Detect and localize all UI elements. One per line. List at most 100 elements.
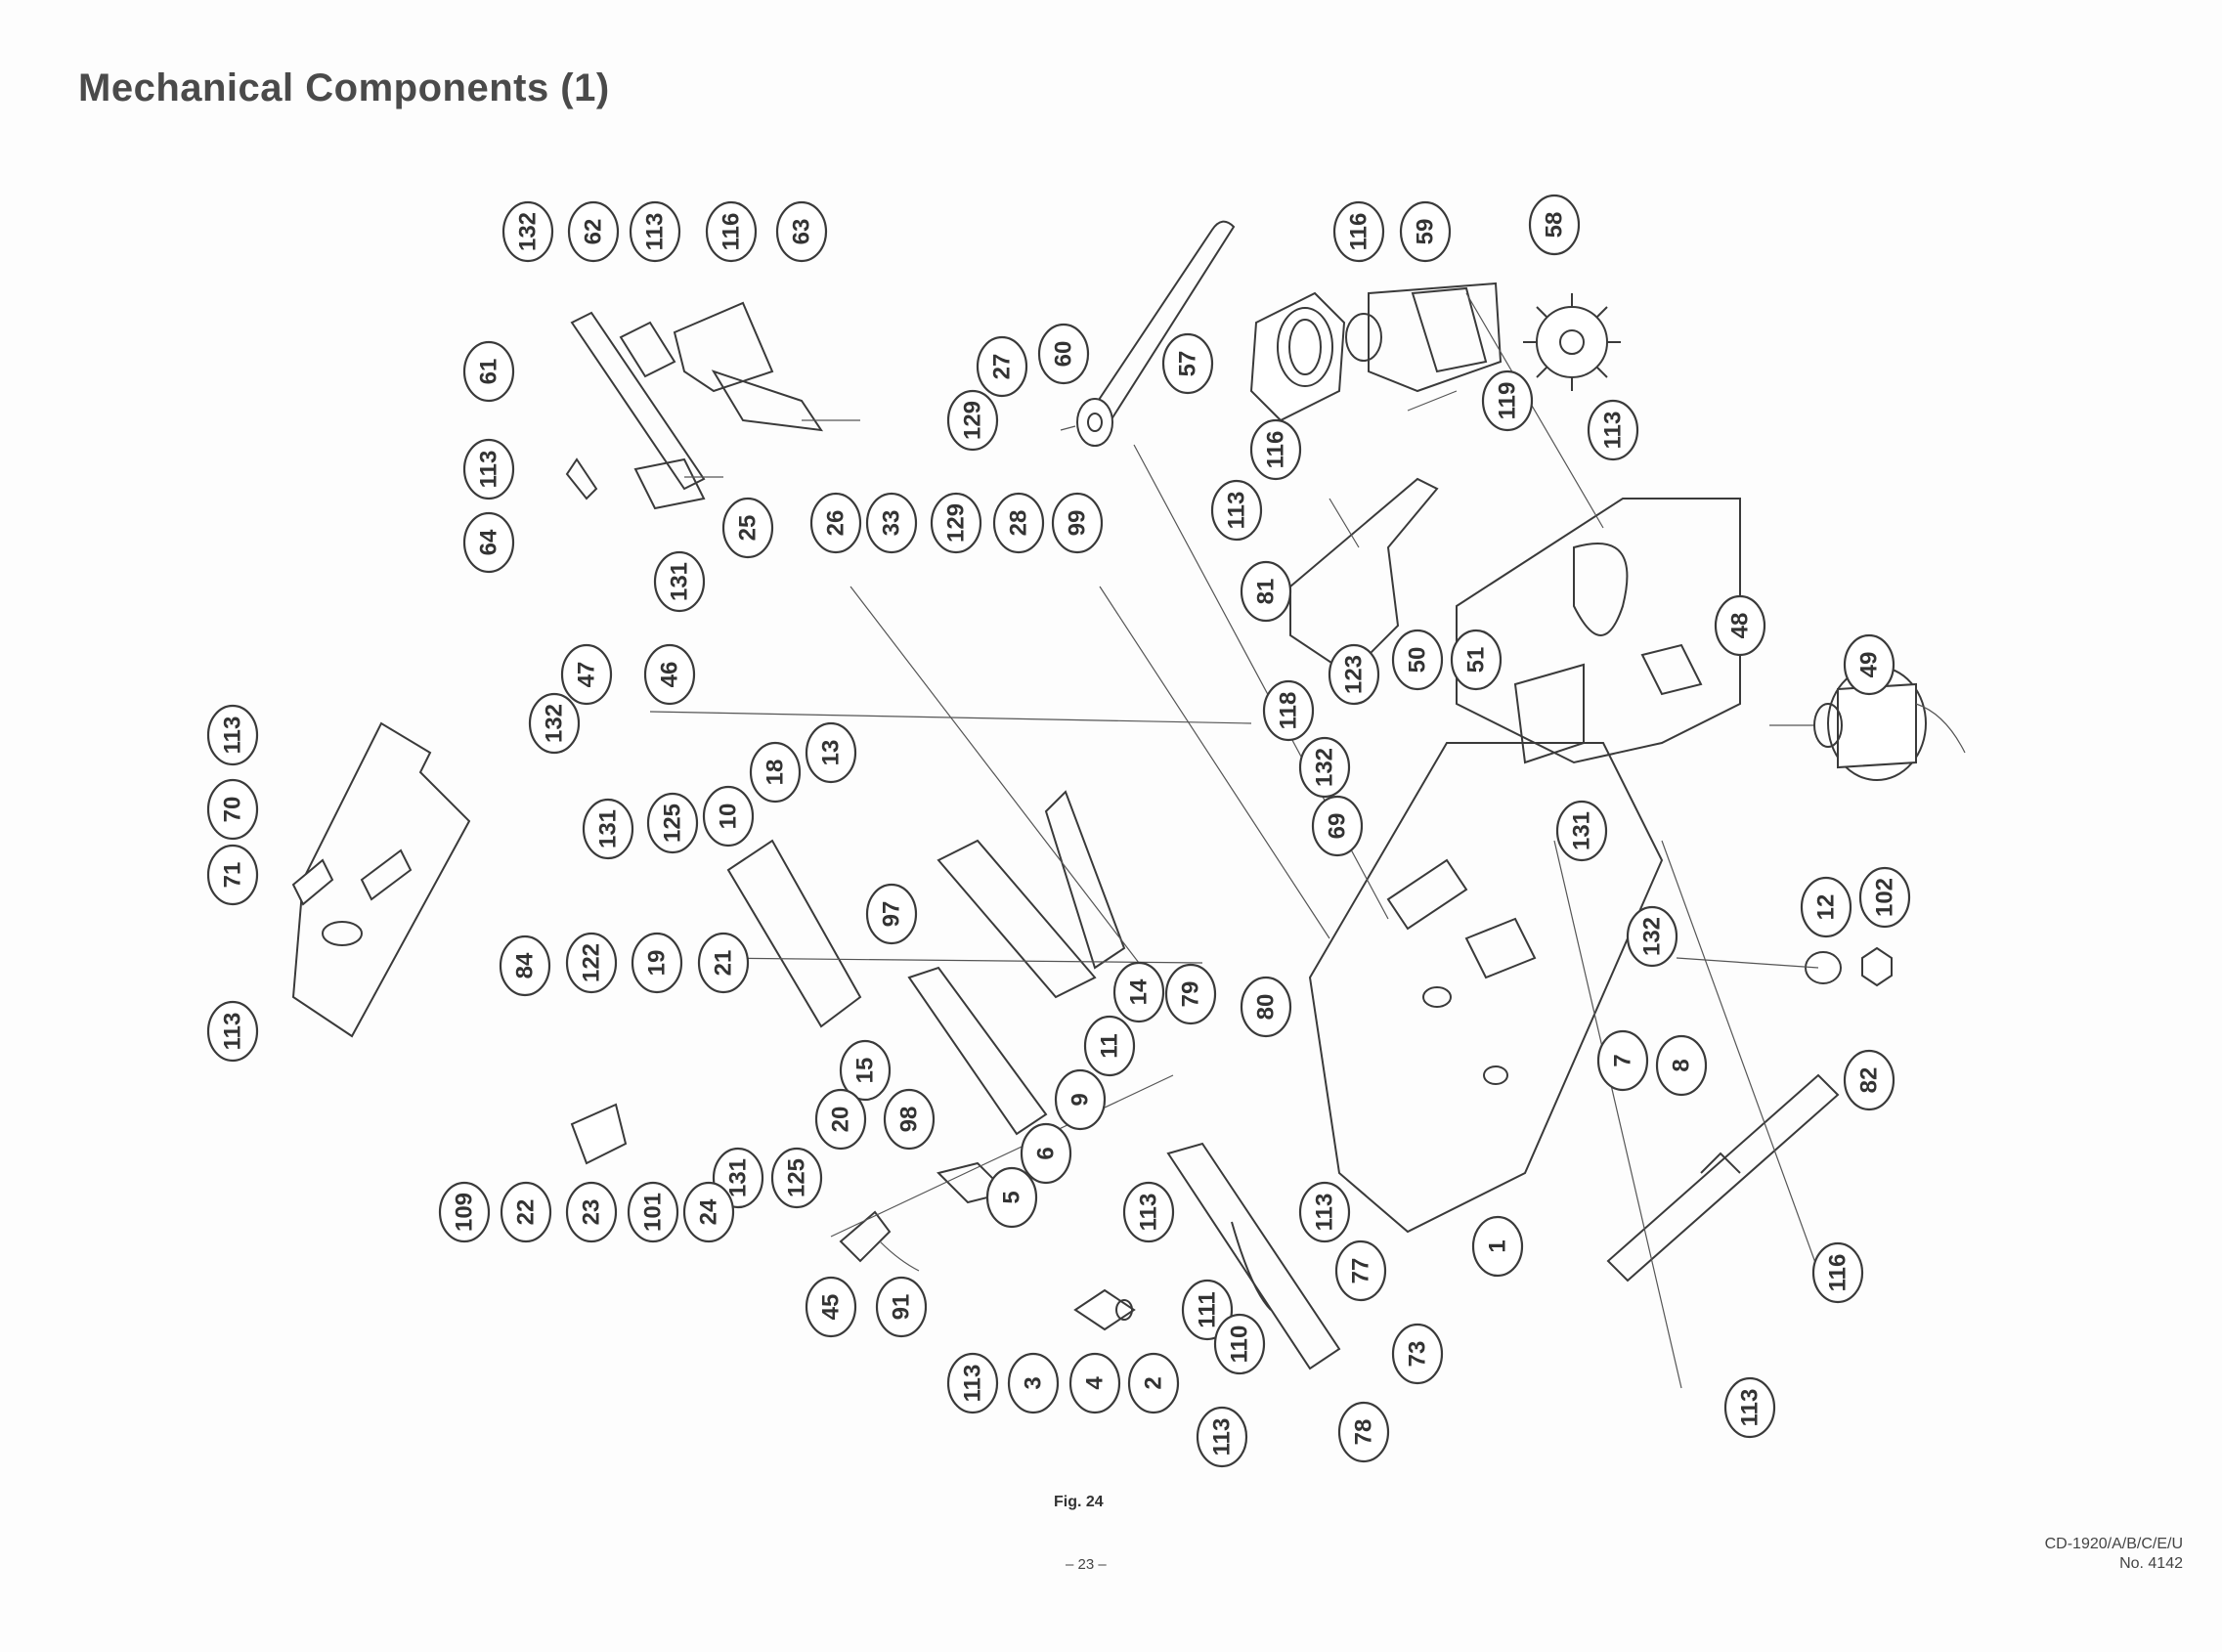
callout-c35: 118 xyxy=(1262,679,1315,742)
callout-c73: 22 xyxy=(500,1181,552,1243)
callout-bubble xyxy=(1068,1352,1121,1414)
callout-bubble xyxy=(567,200,620,263)
callout-bubble xyxy=(1332,200,1385,263)
callout-bubble xyxy=(1240,976,1292,1038)
callout-c42: 13 xyxy=(805,721,857,784)
callout-number: 78 xyxy=(1351,1419,1377,1446)
model-info: CD-1920/A/B/C/E/U No. 4142 xyxy=(2045,1535,2183,1574)
callout-number: 62 xyxy=(581,219,607,245)
callout-c79: 77 xyxy=(1334,1239,1387,1302)
callout-c19: 113 xyxy=(1210,479,1263,542)
callout-number: 119 xyxy=(1495,382,1521,420)
callout-c51: 102 xyxy=(1858,866,1911,929)
callout-c54: 19 xyxy=(631,932,683,994)
callout-c65: 82 xyxy=(1843,1049,1895,1111)
part-82-bracket xyxy=(1606,1073,1840,1282)
callout-bubble xyxy=(1083,1015,1136,1077)
callout-c26: 131 xyxy=(653,550,706,613)
callout-bubble xyxy=(565,1181,618,1243)
part-22-holder xyxy=(570,1103,628,1165)
callout-c8: 64 xyxy=(462,511,515,574)
callout-number: 113 xyxy=(642,213,669,251)
callout-bubble xyxy=(875,1276,928,1338)
callout-number: 47 xyxy=(574,662,600,688)
callout-number: 131 xyxy=(725,1158,752,1197)
callout-bubble xyxy=(1450,629,1503,691)
document-number: No. 4142 xyxy=(2119,1555,2183,1572)
callout-bubble xyxy=(1249,418,1302,481)
part-2-3-4-cluster xyxy=(1073,1288,1136,1331)
callout-c15: 129 xyxy=(946,389,999,452)
callout-c24: 28 xyxy=(992,492,1045,554)
callout-c16: 119 xyxy=(1481,370,1534,432)
callout-c20: 25 xyxy=(721,497,774,559)
callout-bubble xyxy=(629,200,681,263)
callout-number: 109 xyxy=(452,1193,478,1232)
callout-number: 3 xyxy=(1021,1376,1047,1389)
callout-number: 5 xyxy=(999,1191,1025,1203)
callout-number: 58 xyxy=(1542,212,1568,239)
callout-number: 9 xyxy=(1067,1093,1094,1106)
callout-c1: 132 xyxy=(501,200,554,263)
callout-number: 82 xyxy=(1856,1067,1883,1094)
callout-c81: 116 xyxy=(1811,1241,1864,1304)
part-49-motor xyxy=(1769,666,1966,781)
callout-c56: 14 xyxy=(1112,961,1165,1023)
callout-c46: 125 xyxy=(646,792,699,854)
part-45-lever xyxy=(839,1210,920,1272)
callout-bubble xyxy=(946,389,999,452)
callout-bubble xyxy=(1391,1323,1444,1385)
callout-number: 118 xyxy=(1276,692,1302,730)
callout-c36: 132 xyxy=(528,692,581,755)
callout-number: 101 xyxy=(640,1193,667,1232)
callout-number: 15 xyxy=(852,1058,879,1084)
callout-bubble xyxy=(1334,1239,1387,1302)
callout-c18: 113 xyxy=(1587,399,1639,461)
callout-c90: 2 xyxy=(1127,1352,1180,1414)
callout-c61: 15 xyxy=(839,1039,892,1102)
callout-c66: 98 xyxy=(883,1088,936,1151)
callout-bubble xyxy=(1298,736,1351,799)
callout-c37: 113 xyxy=(206,704,259,766)
callout-c64: 8 xyxy=(1655,1034,1708,1097)
callout-c7: 113 xyxy=(462,438,515,500)
callout-number: 113 xyxy=(1209,1418,1236,1456)
parts-line-art xyxy=(291,220,1966,1389)
callout-number: 110 xyxy=(1227,1326,1253,1364)
callout-number: 79 xyxy=(1178,981,1204,1008)
callout-number: 116 xyxy=(1263,431,1289,469)
callout-c88: 3 xyxy=(1007,1352,1060,1414)
callout-bubble xyxy=(1399,200,1452,263)
callout-c93: 113 xyxy=(1723,1376,1776,1439)
callout-bubble xyxy=(631,932,683,994)
callout-bubble xyxy=(1528,194,1581,256)
callout-c33: 47 xyxy=(560,643,613,706)
callout-c52: 84 xyxy=(499,935,551,997)
callout-bubble xyxy=(206,844,259,906)
callout-bubble xyxy=(462,511,515,574)
callout-bubble xyxy=(976,335,1028,398)
callout-bubble xyxy=(749,741,802,804)
callout-c63: 7 xyxy=(1596,1029,1649,1092)
callout-c83: 91 xyxy=(875,1276,928,1338)
callout-number: 129 xyxy=(960,401,986,440)
callout-bubble xyxy=(462,340,515,403)
callout-c14: 57 xyxy=(1161,332,1214,395)
part-59-bracket xyxy=(1368,282,1503,412)
callout-bubble xyxy=(839,1039,892,1102)
callout-bubble xyxy=(582,798,634,860)
callout-number: 113 xyxy=(476,451,502,489)
callout-c4: 116 xyxy=(705,200,758,263)
callout-bubble xyxy=(809,492,862,554)
callout-number: 91 xyxy=(889,1294,915,1321)
callout-c62: 9 xyxy=(1054,1068,1107,1131)
callout-bubble xyxy=(814,1088,867,1151)
callout-number: 1 xyxy=(1485,1239,1511,1252)
callout-number: 26 xyxy=(823,510,850,537)
callout-number: 33 xyxy=(879,510,905,537)
callout-bubble xyxy=(1328,643,1380,706)
callout-bubble xyxy=(206,704,259,766)
callout-number: 25 xyxy=(735,515,762,542)
callout-number: 98 xyxy=(896,1107,923,1133)
